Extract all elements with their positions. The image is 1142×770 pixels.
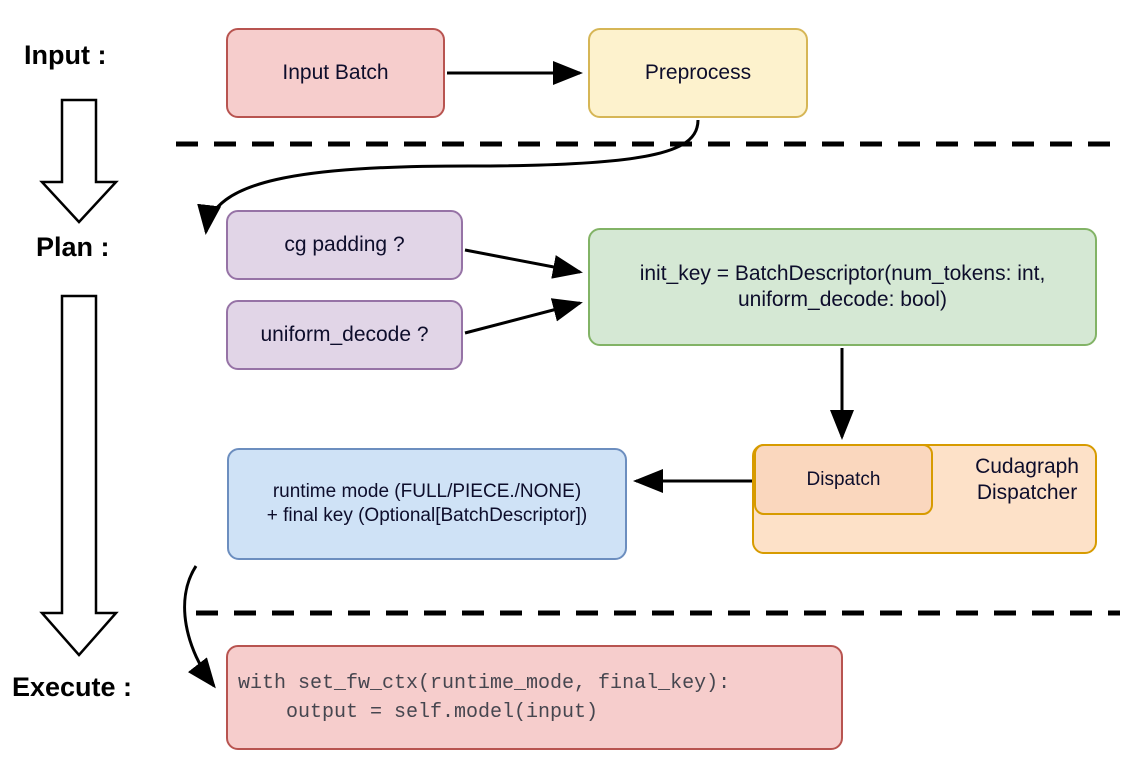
arrow-uniform-decode-to-init-key — [464, 298, 583, 335]
node-runtime-mode-text: runtime mode (FULL/PIECE./NONE) + final … — [267, 480, 588, 528]
node-preprocess[interactable]: Preprocess — [588, 28, 808, 118]
node-uniform-decode-label: uniform_decode ? — [260, 322, 429, 346]
arrow-runtime-mode-to-code — [183, 565, 216, 689]
node-init-key-line1: init_key = BatchDescriptor(num_tokens: i… — [639, 261, 1046, 285]
node-init-key[interactable]: init_key = BatchDescriptor(num_tokens: i… — [588, 228, 1097, 346]
plan-to-execute-arrow — [39, 294, 119, 657]
stage-label-execute: Execute : — [12, 672, 133, 702]
node-cg-padding-label: cg padding ? — [284, 232, 405, 256]
node-execute-code-line1: with set_fw_ctx(runtime_mode, final_key)… — [238, 671, 731, 695]
input-to-plan-arrow — [39, 98, 119, 224]
arrow-cg-padding-to-init-key — [464, 248, 583, 279]
stage-label-plan: Plan : — [36, 232, 110, 262]
node-dispatch[interactable]: Dispatch — [754, 444, 933, 515]
node-cudagraph-dispatcher-line2: Dispatcher — [976, 481, 1078, 505]
node-init-key-line2: uniform_decode: bool) — [738, 288, 947, 311]
node-input-batch-label: Input Batch — [282, 60, 389, 84]
node-dispatch-label: Dispatch — [806, 468, 881, 490]
node-input-batch[interactable]: Input Batch — [226, 28, 445, 118]
node-cudagraph-dispatcher-line1: Cudagraph — [975, 455, 1079, 478]
node-execute-code-line2: output = self.model(input) — [238, 700, 599, 724]
node-execute-code[interactable]: with set_fw_ctx(runtime_mode, final_key)… — [226, 645, 843, 750]
node-preprocess-label: Preprocess — [644, 60, 752, 84]
node-uniform-decode[interactable]: uniform_decode ? — [226, 300, 463, 370]
node-cudagraph-dispatcher-text: Cudagraph Dispatcher — [975, 454, 1079, 507]
node-init-key-text: init_key = BatchDescriptor(num_tokens: i… — [640, 261, 1046, 314]
node-runtime-mode[interactable]: runtime mode (FULL/PIECE./NONE) + final … — [227, 448, 627, 560]
node-execute-code-text: with set_fw_ctx(runtime_mode, final_key)… — [238, 669, 730, 727]
stage-label-input: Input : — [24, 40, 107, 70]
node-runtime-mode-line1: runtime mode (FULL/PIECE./NONE) — [272, 481, 582, 503]
node-runtime-mode-line2: + final key (Optional[BatchDescriptor]) — [266, 505, 588, 526]
node-cg-padding[interactable]: cg padding ? — [226, 210, 463, 280]
